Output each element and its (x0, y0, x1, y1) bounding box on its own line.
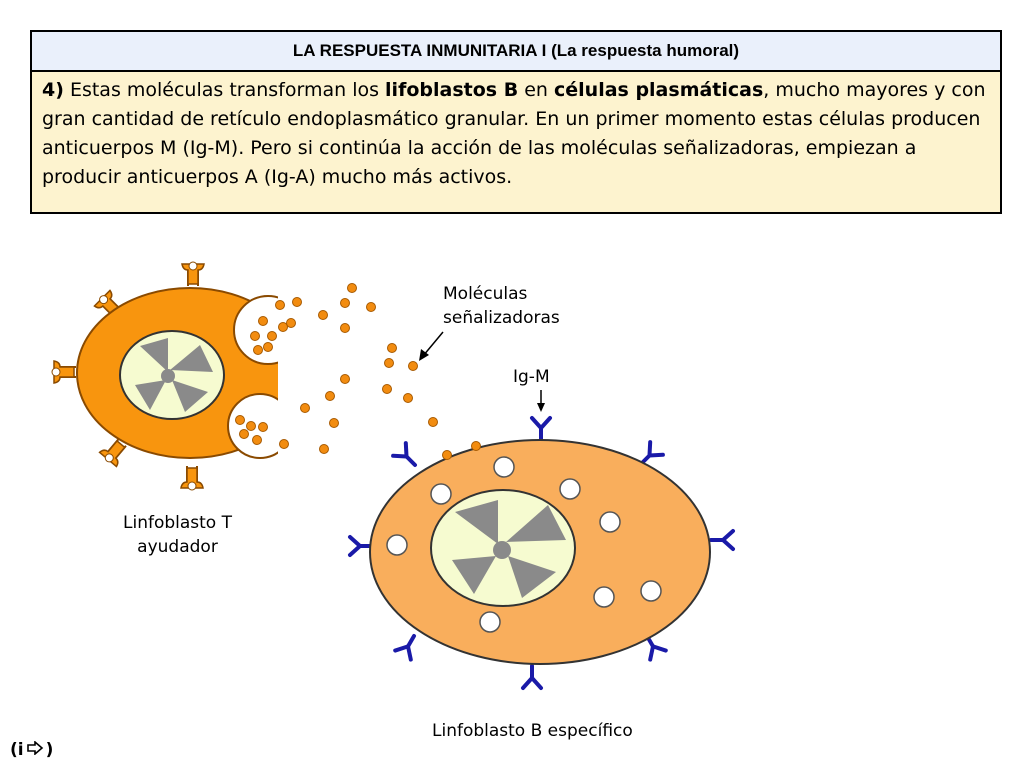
slide-title: LA RESPUESTA INMUNITARIA I (La respuesta… (32, 32, 1000, 72)
signaling-molecules (235, 283, 481, 460)
desc-text-3: , mucho mayores y con gran cantidad de r… (42, 79, 986, 188)
step-number: 4) (42, 79, 64, 101)
molecules-pointer-arrow (419, 331, 444, 361)
igm-pointer-arrow (537, 390, 545, 412)
info-label: (i (10, 740, 24, 760)
desc-text-2: en (518, 79, 554, 101)
molecules-label-line1: Moléculas (443, 284, 528, 304)
b-cell-label: Linfoblasto B específico (432, 721, 633, 741)
t-cell-label: Linfoblasto T ayudador (100, 511, 255, 559)
t-cell-label-line1: Linfoblasto T (123, 513, 232, 533)
t-cell-label-line2: ayudador (137, 537, 218, 557)
t-cell-chromatin (135, 338, 213, 412)
info-panel: LA RESPUESTA INMUNITARIA I (La respuesta… (30, 30, 1002, 214)
slide-description: 4) Estas moléculas transforman los lifob… (32, 72, 1000, 192)
desc-text-1: Estas moléculas transforman los (63, 79, 386, 101)
b-cell (369, 439, 711, 665)
molecules-label: Moléculas señalizadoras (443, 282, 560, 330)
info-close-paren: ) (45, 740, 54, 760)
arrow-right-icon (26, 740, 44, 760)
term-celulas-plasmaticas: células plasmáticas (554, 79, 764, 101)
b-cell-vesicles (386, 456, 662, 633)
b-cell-chromatin (452, 500, 566, 598)
term-lifoblastos-b: lifoblastos B (385, 79, 519, 101)
info-nav-button[interactable]: (i ) (10, 740, 53, 760)
t-cell (76, 287, 338, 466)
molecules-label-line2: señalizadoras (443, 308, 560, 328)
igm-label: Ig-M (513, 367, 550, 387)
